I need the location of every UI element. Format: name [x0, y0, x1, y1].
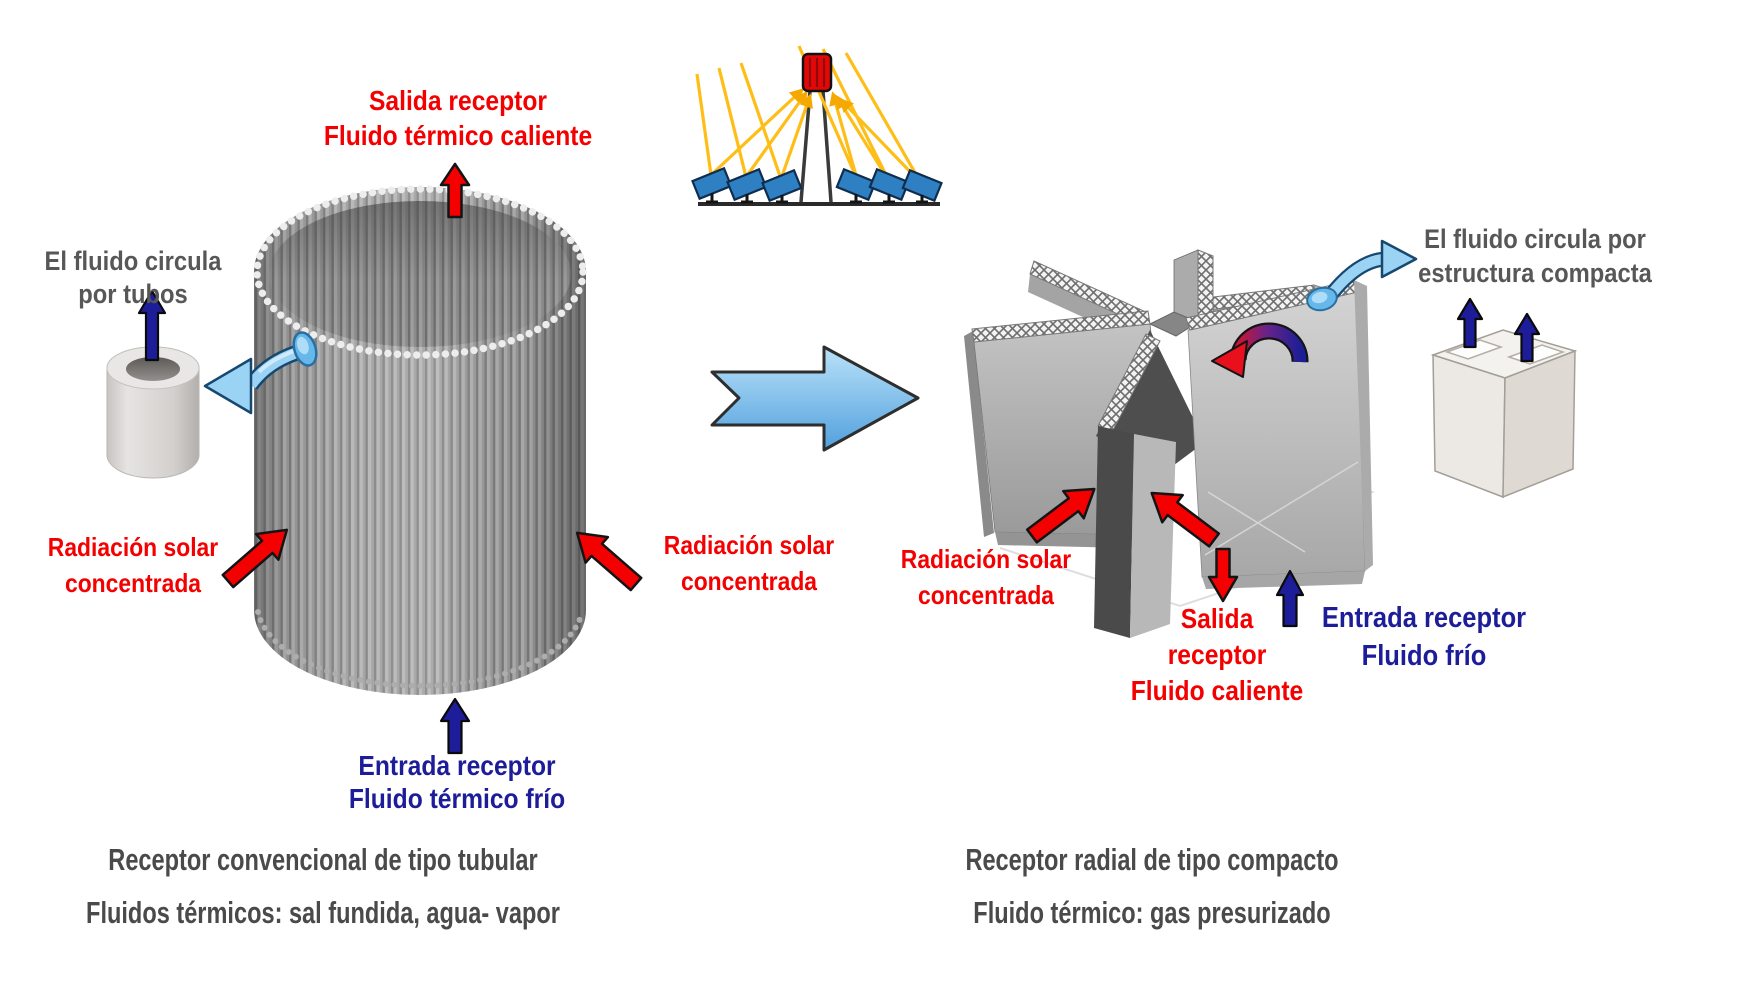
sun-rays: [695, 45, 923, 185]
structure-note-line2: estructura compacta: [1418, 258, 1652, 288]
structure-note-line1: El fluido circula por: [1424, 224, 1646, 254]
receiver-top-rim: [253, 185, 587, 359]
tower-receiver-icon: [801, 52, 833, 93]
caption-right-line2: Fluido térmico: gas presurizado: [973, 895, 1331, 930]
compact-inlet-arrow-a: [1456, 297, 1484, 349]
hot-outlet-arrow-right: [1207, 547, 1239, 603]
radiation-west-line1: Radiación solar: [47, 532, 219, 562]
outlet-label-left-line1: Salida receptor: [368, 85, 548, 116]
sample-tube-illustration: [106, 289, 200, 479]
outlet-label-left: Salida receptor Fluido térmico caliente: [306, 83, 611, 153]
recirculation-arc-arrow: [1211, 322, 1309, 378]
radiation-label-west: Radiación solar concentrada: [36, 529, 230, 601]
structure-note-label: El fluido circula por estructura compact…: [1402, 222, 1668, 290]
radiation-east-line2: concentrada: [680, 566, 818, 596]
fluid-exit-highlight-right: [1306, 286, 1338, 312]
outlet-label-right: Salida receptor Fluido caliente: [1119, 601, 1315, 709]
inlet-left-line2: Fluido térmico frío: [348, 783, 566, 814]
caption-right: Receptor radial de tipo compacto Fluido …: [907, 833, 1398, 939]
caption-left-line2: Fluidos térmicos: sal fundida, agua- vap…: [86, 895, 560, 930]
tubes-note-line1: El fluido circula: [44, 246, 222, 276]
transition-arrow-icon: [710, 345, 920, 452]
radiation-east-line1: Radiación solar: [663, 530, 835, 560]
tube-fluid-arrow: [137, 289, 167, 362]
inlet-right-line2: Fluido frío: [1361, 640, 1487, 672]
inlet-left-line1: Entrada receptor: [358, 750, 556, 781]
radiation-radial-line1: Radiación solar: [900, 544, 1072, 574]
cold-inlet-arrow: [439, 697, 471, 755]
heliostat-field-icon: [691, 45, 943, 206]
fluid-exit-highlight: [292, 331, 318, 367]
radial-receiver-illustration: [964, 239, 1418, 638]
caption-left: Receptor convencional de tipo tubular Fl…: [11, 833, 635, 939]
outlet-label-left-line2: Fluido térmico caliente: [323, 120, 593, 151]
radiation-west-line2: concentrada: [64, 568, 202, 598]
radiation-label-radial: Radiación solar concentrada: [889, 541, 1083, 613]
radiation-label-east: Radiación solar concentrada: [652, 527, 846, 599]
hot-outlet-arrow: [439, 162, 471, 219]
compact-inlet-arrow-b: [1513, 312, 1541, 363]
outlet-right-line3: Fluido caliente: [1130, 675, 1304, 706]
tubes-note-line2: por tubos: [78, 279, 188, 309]
outlet-right-line1: Salida: [1180, 603, 1254, 634]
fluid-flow-curved-arrow-right: [1324, 239, 1418, 301]
inlet-label-left: Entrada receptor Fluido térmico frío: [334, 749, 580, 815]
cold-inlet-arrow-right: [1275, 569, 1305, 628]
caption-right-line1: Receptor radial de tipo compacto: [965, 842, 1339, 877]
outlet-right-line2: receptor: [1167, 639, 1267, 670]
inlet-right-line1: Entrada receptor: [1321, 602, 1527, 634]
inlet-label-right: Entrada receptor Fluido frío: [1308, 599, 1540, 675]
caption-left-line1: Receptor convencional de tipo tubular: [108, 842, 538, 877]
tubes-note-label: El fluido circula por tubos: [32, 245, 233, 311]
heliostat-mirrors: [691, 166, 943, 204]
radiation-radial-line2: concentrada: [917, 580, 1055, 610]
tubular-receiver-illustration: [253, 185, 587, 695]
compact-structure-illustration: [1430, 297, 1578, 499]
